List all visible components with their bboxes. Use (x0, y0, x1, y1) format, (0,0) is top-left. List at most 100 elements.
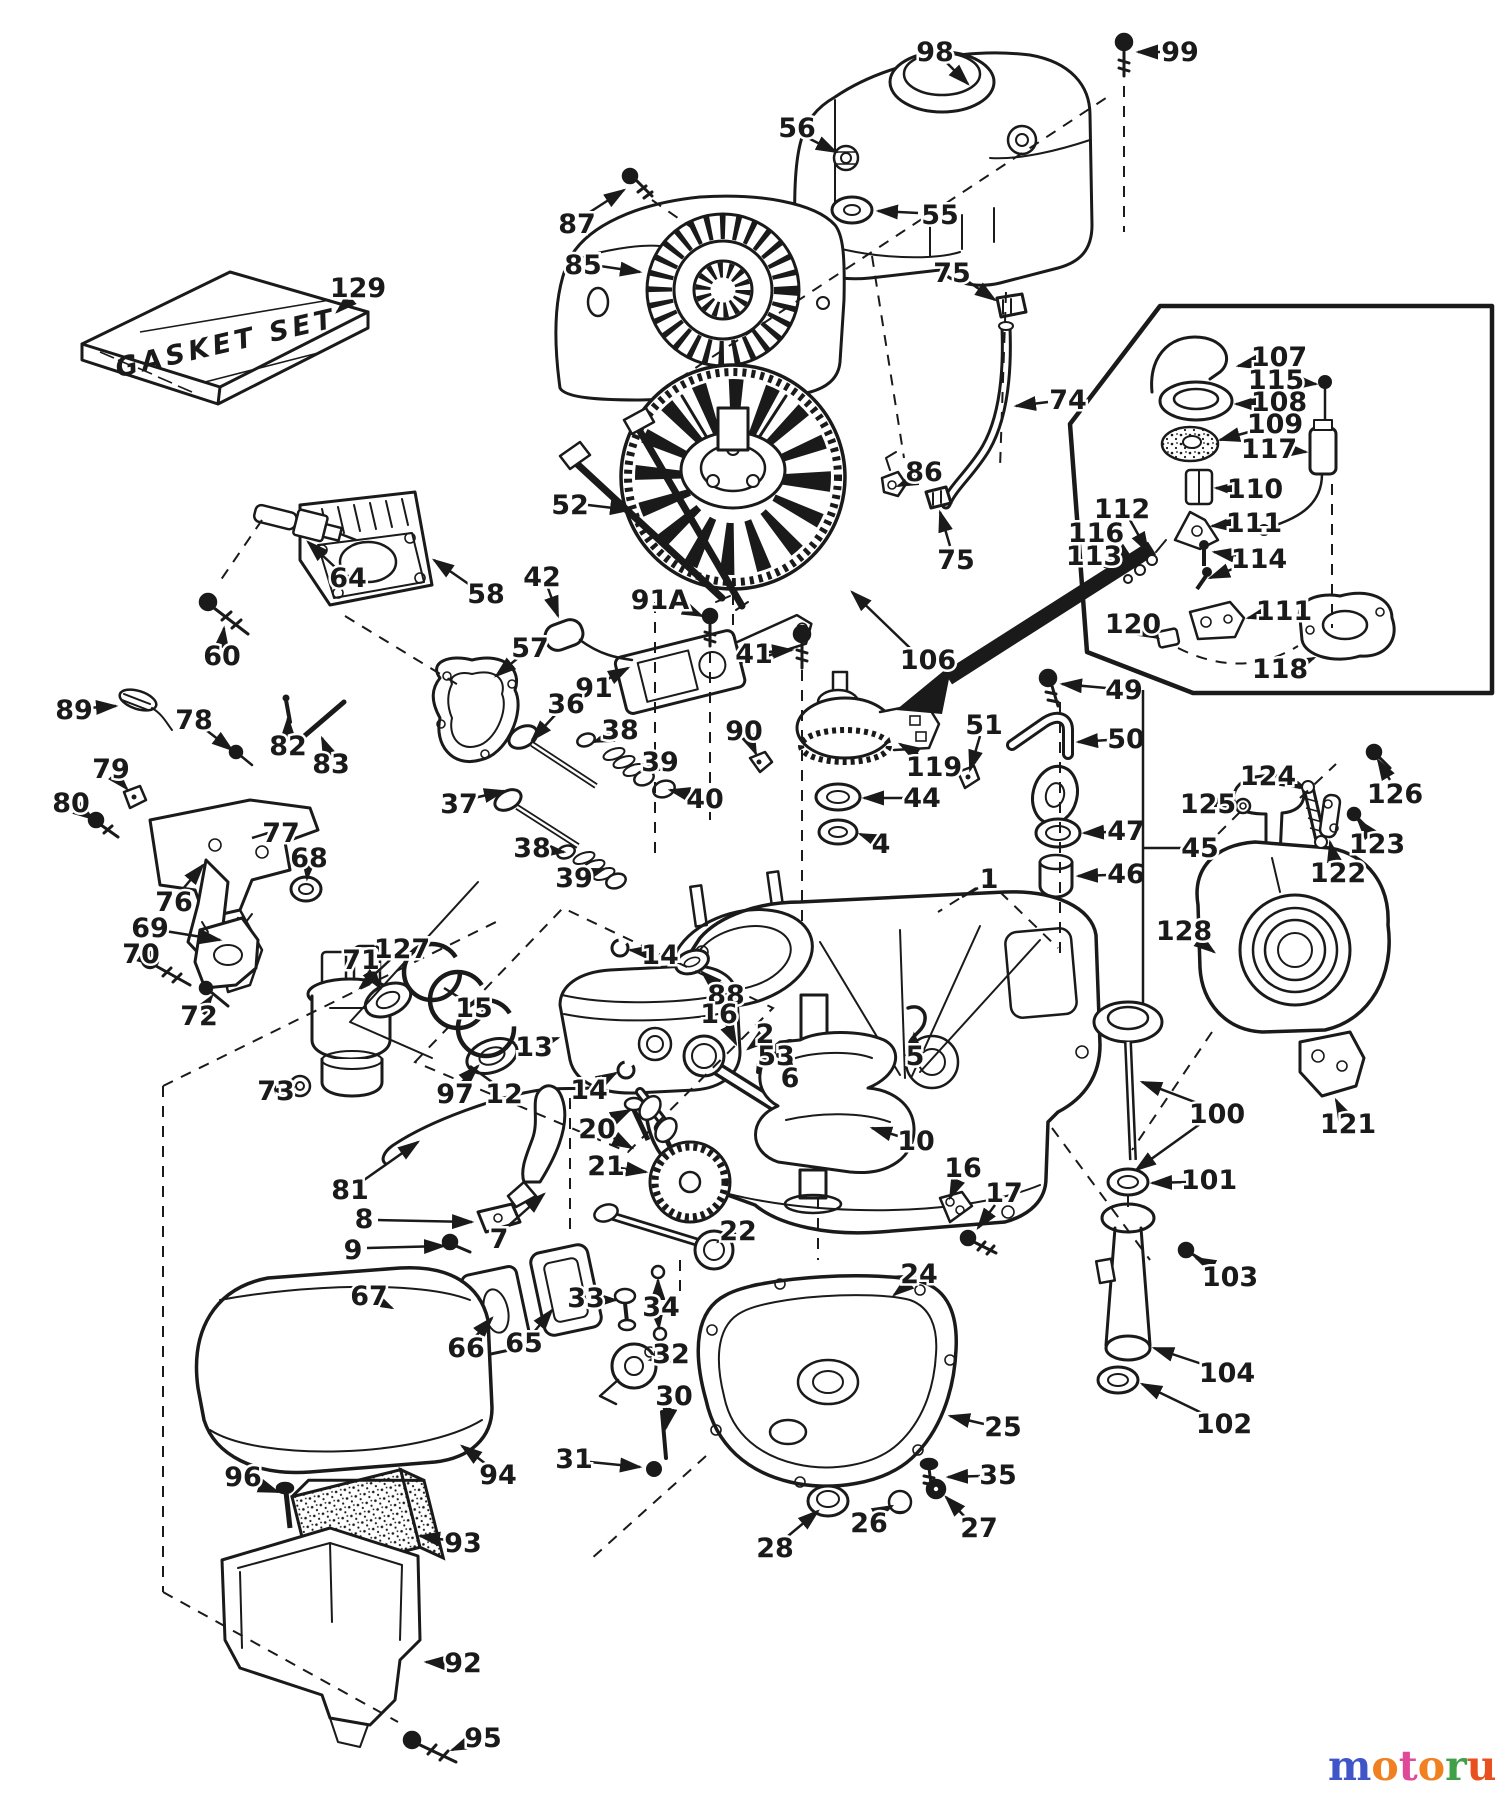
leader-arrow-92 (423, 1655, 447, 1671)
watermark-letter: o (1371, 1742, 1399, 1790)
callout-33: 33 (567, 1283, 605, 1314)
washer-55 (830, 195, 874, 225)
callout-36: 36 (547, 689, 585, 720)
leader-arrow-60 (214, 625, 229, 649)
callout-67: 67 (350, 1281, 388, 1312)
leader-arrow-16 (948, 1176, 965, 1201)
governor-gear-119 (795, 670, 941, 765)
leader-arrow-90 (741, 732, 758, 757)
hose-clamp-75-upper (995, 292, 1028, 319)
callout-27: 27 (960, 1513, 998, 1544)
screw-41 (792, 624, 812, 670)
callout-119: 119 (906, 752, 962, 783)
motoruf-watermark: motoruf™.de (1328, 1746, 1496, 1787)
leader-arrow-109 (1217, 427, 1257, 442)
screw-72 (198, 980, 230, 1008)
callout-98: 98 (916, 37, 954, 68)
screw-9 (441, 1233, 472, 1254)
leader-arrow-102 (1139, 1382, 1205, 1416)
callout-15: 15 (455, 993, 493, 1024)
air-cleaner-cover (194, 1265, 494, 1475)
watermark-letter: o (1417, 1742, 1446, 1790)
leader-arrow-72 (194, 993, 214, 1017)
callout-41: 41 (735, 639, 773, 670)
callout-103: 103 (1202, 1262, 1258, 1293)
callout-16: 16 (944, 1153, 982, 1184)
leader-arrow-2 (746, 1030, 769, 1051)
callout-83: 83 (312, 749, 350, 780)
callout-73: 73 (257, 1076, 295, 1107)
callout-58: 58 (467, 579, 505, 610)
leader-arrow-96 (255, 1478, 281, 1494)
callout-85: 85 (564, 250, 602, 281)
callout-47: 47 (1107, 816, 1145, 847)
callout-49: 49 (1105, 675, 1143, 706)
leader-arrow-58 (431, 558, 471, 587)
callout-68: 68 (290, 843, 328, 874)
callout-91A: 91A (631, 585, 690, 616)
callout-38: 38 (601, 715, 639, 746)
leader-arrow-127 (358, 959, 391, 990)
leader-arrow-20 (608, 1108, 633, 1126)
leader-arrow-106 (850, 590, 911, 649)
leader-arrow-114 (1207, 563, 1241, 580)
leader-arrow-76 (181, 863, 205, 891)
leader-arrow-38 (543, 842, 567, 858)
screw-123 (1346, 806, 1368, 828)
clip-90 (748, 750, 774, 774)
spark-plug (252, 503, 357, 543)
fuel-line-74 (940, 321, 1014, 510)
callout-111: 111 (1226, 508, 1282, 539)
leader-arrow-70 (136, 948, 160, 968)
callout-95: 95 (464, 1723, 502, 1754)
callout-70: 70 (122, 939, 160, 970)
callout-51: 51 (965, 710, 1003, 741)
leader-arrow-21 (619, 1161, 649, 1177)
callout-121: 121 (1320, 1109, 1376, 1140)
callout-9: 9 (344, 1235, 363, 1266)
callout-39: 39 (641, 747, 679, 778)
callout-115: 115 (1248, 365, 1304, 396)
leader-arrow-5 (908, 1031, 924, 1055)
leader-arrow-110 (1213, 481, 1237, 497)
leader-arrow-65 (533, 1308, 554, 1333)
leader-arrow-103 (1193, 1256, 1218, 1274)
callout-21: 21 (587, 1151, 625, 1182)
leader-arrow-49 (1059, 678, 1107, 694)
callout-40: 40 (686, 784, 724, 815)
watermark-letter: t (1398, 1742, 1418, 1790)
leader-arrow-34 (649, 1307, 665, 1331)
callout-126: 126 (1367, 779, 1423, 810)
callout-12: 12 (485, 1079, 523, 1110)
callout-60: 60 (203, 641, 241, 672)
callout-10: 10 (897, 1126, 935, 1157)
leader-arrow-121 (1334, 1097, 1352, 1122)
leader-arrow-38 (591, 727, 616, 744)
leader-arrow-101 (1149, 1174, 1189, 1190)
leader-arrow-20 (609, 1131, 635, 1150)
washer-125 (1234, 797, 1252, 815)
callout-75: 75 (933, 258, 971, 289)
callout-76: 76 (155, 887, 193, 918)
callout-107: 107 (1251, 342, 1307, 373)
leader-arrow-80 (72, 801, 96, 821)
leader-arrow-91A (679, 600, 705, 618)
leader-arrow-104 (1151, 1346, 1209, 1368)
callout-30: 30 (655, 1381, 693, 1412)
leader-arrow-85 (599, 261, 643, 277)
callout-82: 82 (269, 731, 307, 762)
leader-arrow-39 (582, 867, 607, 883)
flywheel (619, 363, 847, 591)
starter-spring-124 (1301, 780, 1328, 849)
callout-66: 66 (447, 1333, 485, 1364)
coil-lead-42 (543, 618, 634, 662)
leader-arrow-14 (627, 945, 651, 960)
leader-arrow-78 (205, 729, 234, 752)
callout-2: 2 (756, 1019, 775, 1050)
callout-81: 81 (331, 1175, 369, 1206)
callout-91: 91 (575, 673, 613, 704)
leader-arrow-123 (1356, 818, 1377, 841)
callout-72: 72 (180, 1001, 218, 1032)
leader-arrow-46 (1075, 867, 1109, 883)
